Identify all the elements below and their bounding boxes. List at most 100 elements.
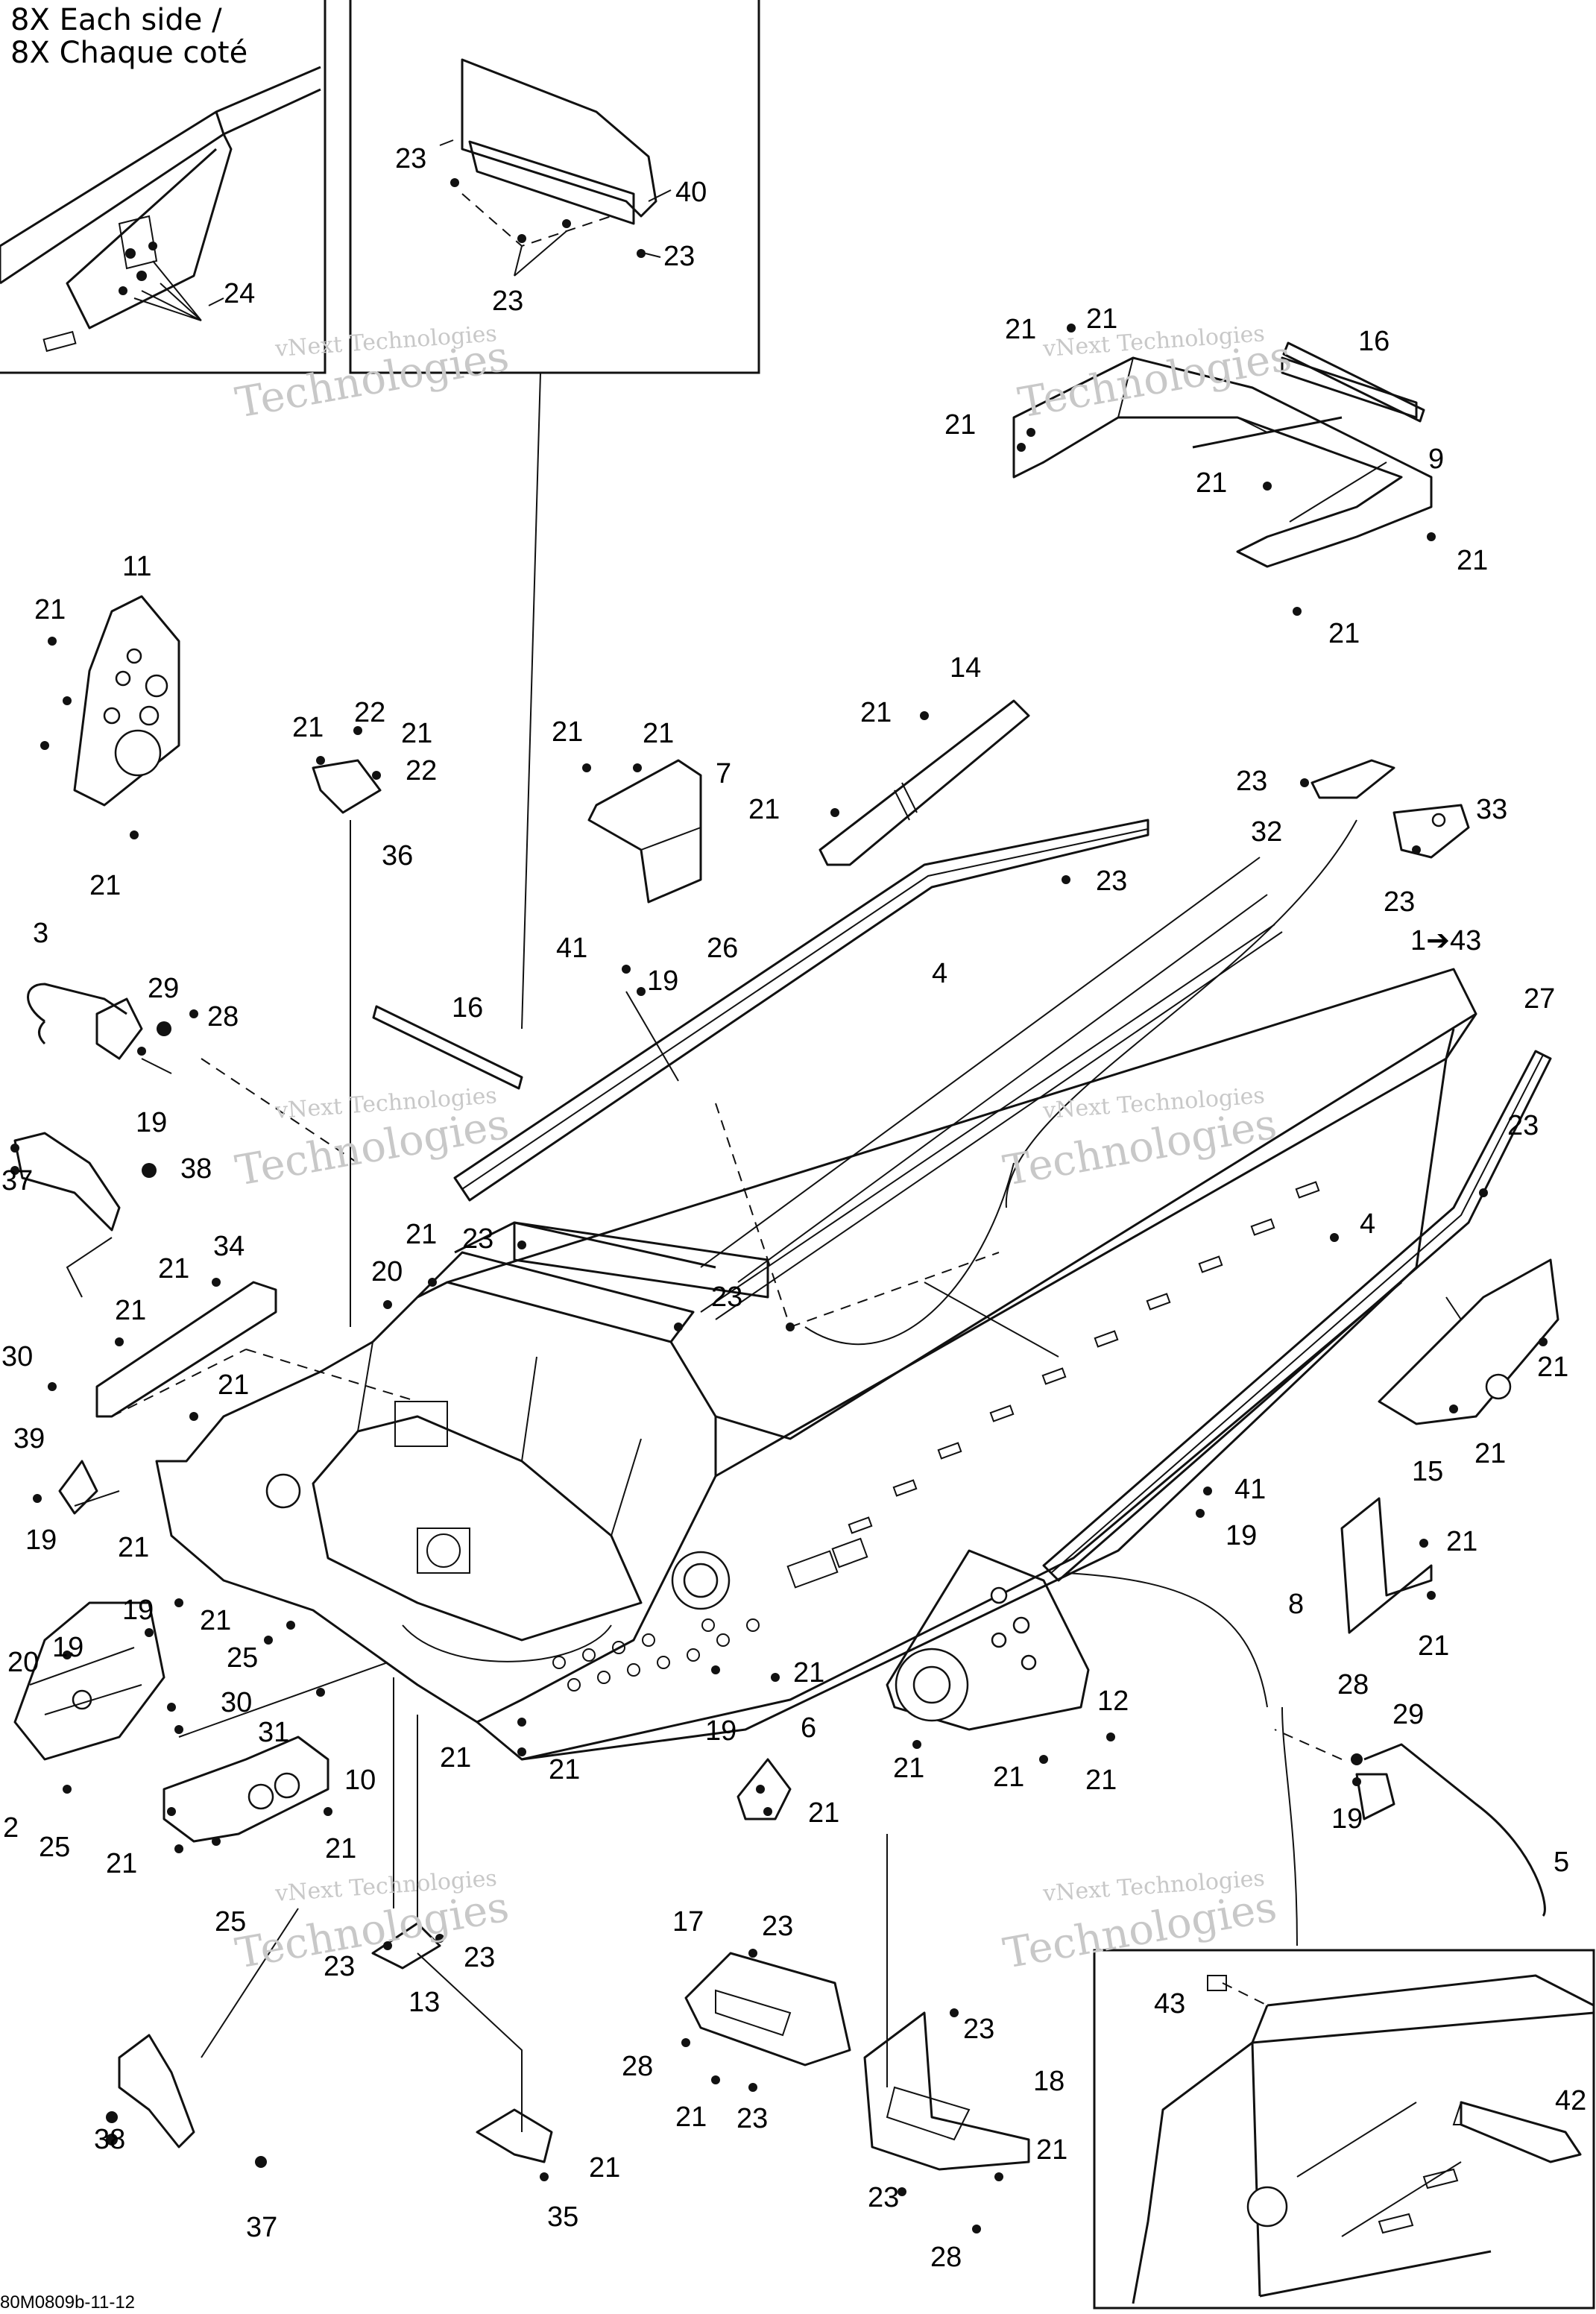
callout-30: 30: [1, 1341, 33, 1372]
callout-41: 41: [1234, 1474, 1266, 1505]
callout-4: 4: [932, 958, 947, 989]
callout-19: 19: [1331, 1803, 1363, 1835]
callout-35: 35: [547, 2201, 578, 2233]
callout-21: 21: [1537, 1352, 1568, 1383]
callout-43: 43: [1154, 1988, 1185, 2020]
callout-15: 15: [1412, 1456, 1443, 1487]
callout-16: 16: [452, 992, 483, 1024]
bracket-13: [371, 1922, 441, 1970]
callout-23: 23: [1096, 866, 1127, 897]
callout-30: 30: [221, 1687, 252, 1718]
callout-21: 21: [549, 1754, 580, 1785]
callout-21: 21: [292, 712, 324, 743]
callout-18: 18: [1033, 2066, 1064, 2097]
callout-21: 21: [200, 1605, 231, 1636]
callout-23-a: 23: [395, 143, 426, 174]
rear-bumper-skid-9: [1012, 356, 1433, 568]
callout-31: 31: [258, 1717, 289, 1748]
callout-22: 22: [354, 697, 385, 728]
callout-21: 21: [643, 718, 674, 749]
callout-21: 21: [89, 870, 121, 901]
callout-4: 4: [1360, 1208, 1375, 1240]
callout-17: 17: [672, 1906, 704, 1938]
callout-19: 19: [647, 965, 678, 997]
callout-28: 28: [930, 2242, 962, 2273]
callout-23-c: 23: [492, 286, 523, 317]
callout-3: 3: [33, 918, 48, 949]
rear-cover-16-lower: [372, 1005, 523, 1090]
bar-34: [95, 1281, 277, 1418]
callout-19: 19: [136, 1107, 167, 1138]
callout-21: 21: [118, 1532, 149, 1563]
callout-21: 21: [589, 2152, 620, 2184]
callout-25: 25: [39, 1832, 70, 1863]
watermark-group: vNext Technologies Technologies vNext Te…: [232, 321, 1295, 1979]
inset-box-top-center: 23 40 23 23: [349, 0, 760, 374]
rail-26: [453, 819, 1149, 1202]
callout-22: 22: [406, 755, 437, 786]
bracket-10: [163, 1736, 329, 1843]
callout-6: 6: [801, 1712, 816, 1744]
callout-33: 33: [1476, 794, 1507, 825]
callout-21: 21: [1446, 1526, 1477, 1557]
plate-17: [684, 1952, 851, 2066]
callout-29: 29: [1392, 1699, 1424, 1730]
bracket-35: [476, 2108, 553, 2163]
callout-21: 21: [34, 594, 66, 625]
callout-28: 28: [1337, 1669, 1369, 1700]
callout-21: 21: [1457, 545, 1488, 576]
brace-14: [818, 699, 1030, 866]
bracket-39: [58, 1460, 98, 1515]
callout-37: 37: [1, 1165, 33, 1197]
callout-13: 13: [409, 1987, 440, 2018]
callout-21: 21: [552, 716, 583, 748]
callout-2: 2: [3, 1812, 19, 1844]
callout-5: 5: [1554, 1847, 1569, 1878]
inset-note-line2: 8X Chaque coté: [10, 36, 247, 70]
callout-21: 21: [115, 1295, 146, 1326]
inset-box-top-left: 8X Each side / 8X Chaque coté 24: [0, 0, 327, 374]
callout-23: 23: [1384, 886, 1415, 918]
bracket-37-38-lower: [118, 2034, 195, 2149]
callout-20: 20: [7, 1647, 39, 1678]
callout-21: 21: [325, 1833, 356, 1864]
callout-19: 19: [25, 1525, 57, 1556]
callout-21: 21: [1086, 303, 1117, 335]
callout-38: 38: [180, 1153, 212, 1185]
callout-19: 19: [1226, 1520, 1257, 1551]
callout-40: 40: [675, 177, 707, 208]
callout-21: 21: [406, 1219, 437, 1250]
plate-18: [863, 2011, 1030, 2171]
callout-23: 23: [324, 1951, 355, 1982]
bracket-32: [1310, 759, 1395, 799]
callout-23: 23: [762, 1911, 793, 1942]
callout-23: 23: [963, 2014, 994, 2045]
running-board-slots: [786, 1181, 1320, 1589]
callout-21: 21: [1196, 467, 1227, 499]
callout-23: 23: [464, 1942, 495, 1973]
callout-25: 25: [227, 1642, 258, 1674]
callout-10: 10: [344, 1765, 376, 1796]
callout-24: 24: [224, 278, 255, 309]
callout-21: 21: [808, 1797, 839, 1829]
callout-1-to-43: 1➔43: [1410, 925, 1481, 956]
callout-19: 19: [52, 1632, 83, 1663]
callout-32: 32: [1251, 816, 1282, 848]
callout-21: 21: [1036, 2134, 1067, 2166]
callout-11: 11: [122, 551, 151, 582]
side-plate-11: [73, 595, 180, 807]
callout-23: 23: [1236, 766, 1267, 797]
callout-21: 21: [1474, 1438, 1506, 1469]
callout-23: 23: [711, 1281, 742, 1313]
assembly-lines: [66, 372, 1343, 2132]
callout-27: 27: [1524, 983, 1555, 1015]
callout-20: 20: [371, 1256, 403, 1287]
tunnel-chassis: [155, 819, 1477, 1761]
callout-21: 21: [440, 1742, 471, 1774]
callout-21: 21: [748, 794, 780, 825]
bracket-6: [737, 1758, 792, 1820]
callout-21: 21: [106, 1848, 137, 1879]
bracket-36: [312, 759, 382, 814]
callout-34: 34: [213, 1231, 245, 1262]
